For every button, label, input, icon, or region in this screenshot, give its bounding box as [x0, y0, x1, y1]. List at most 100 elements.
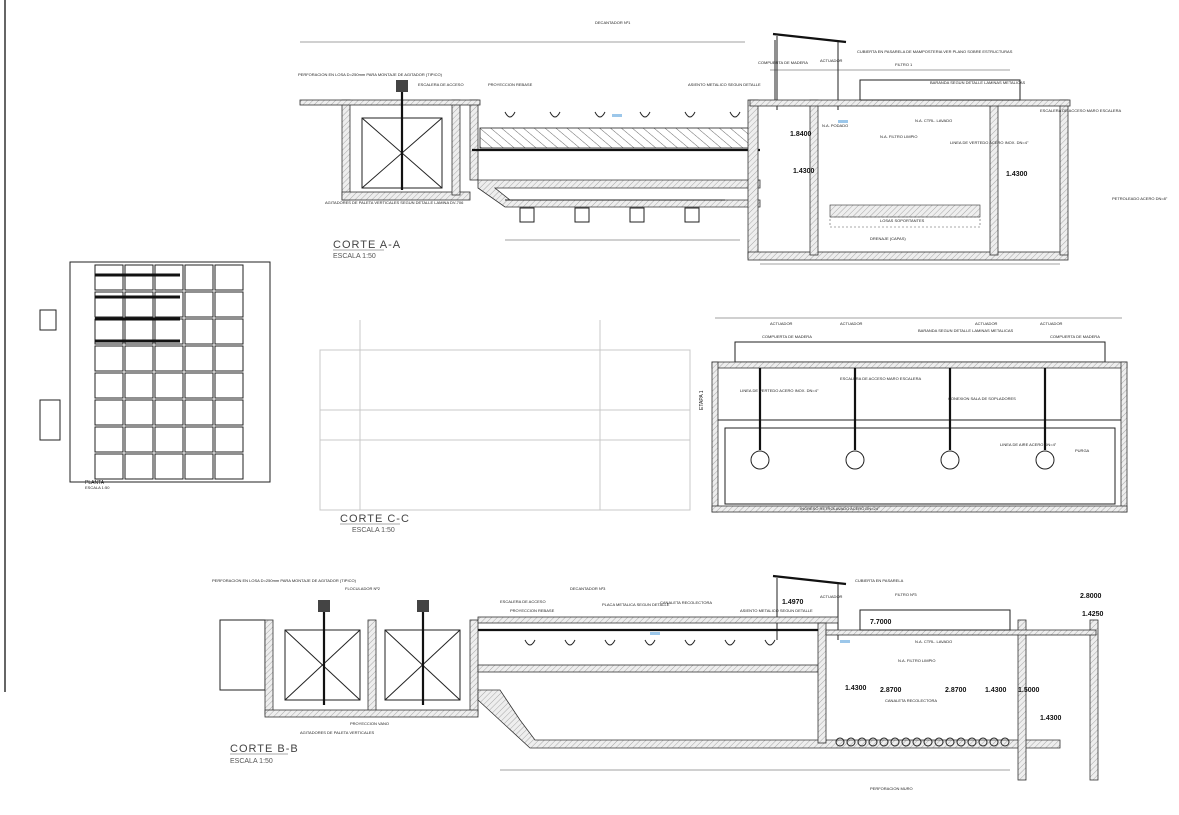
handrail	[734, 341, 1106, 363]
bb-number: 1.4300	[1040, 715, 1062, 722]
collection-trough	[604, 639, 616, 646]
annotation: ACTUADOR	[820, 58, 843, 63]
annotation: ACTUADOR	[840, 321, 863, 326]
plan-cell	[124, 372, 154, 399]
underdrain-nozzle	[978, 737, 988, 747]
annotation: LINEA DE AIRE ACERO DN=4"	[1000, 442, 1057, 447]
plan-cell	[154, 426, 184, 453]
plan-cell	[154, 264, 184, 291]
annotation: ESCALERA DE ACCESO	[500, 599, 546, 604]
annotation: COMPUERTA DE MADERA	[758, 60, 808, 65]
underdrain-nozzle	[868, 737, 878, 747]
plan-cell	[94, 453, 124, 480]
filter-wall	[989, 99, 999, 256]
aa-title: CORTE A-A	[333, 239, 401, 251]
plan-cell	[94, 291, 124, 318]
plan-cell	[214, 426, 244, 453]
plan-cell	[124, 426, 154, 453]
plan-cell	[154, 453, 184, 480]
annotation: PROYECCION REBASE	[510, 608, 555, 613]
butterfly-valve	[845, 450, 865, 470]
canopy-roof	[772, 574, 847, 586]
sludge-hopper	[629, 207, 645, 223]
bottom-slab	[711, 505, 1128, 513]
tank-floor	[264, 709, 479, 718]
annotation: PERFORACION MURO	[870, 786, 913, 791]
annotation: ACTUADOR	[820, 594, 843, 599]
plan-outline	[69, 261, 271, 483]
plan-cell	[124, 453, 154, 480]
agitator-motor	[396, 80, 408, 92]
bb-scale: ESCALA 1:50	[230, 758, 273, 765]
plan-scale: ESCALA 1:50	[85, 485, 110, 490]
collection-trough	[684, 111, 696, 118]
underdrain-nozzle	[879, 737, 889, 747]
filter-wall	[1017, 619, 1027, 781]
aa-number: 1.4300	[793, 168, 815, 175]
annotation: PROYECCION REBASE	[488, 82, 533, 87]
collection-trough	[564, 639, 576, 646]
cc-stage: ETAPA 1	[699, 390, 705, 410]
underdrain-nozzle	[846, 737, 856, 747]
plan-cell	[124, 264, 154, 291]
bb-header: DECANTADOR Nº3	[570, 586, 606, 591]
annotation: DRENAJE (CAPAS)	[870, 236, 906, 241]
plan-cell	[214, 291, 244, 318]
underdrain-nozzle	[967, 737, 977, 747]
annotation: ASIENTO METALICO SEGUN DETALLE	[740, 608, 813, 613]
plan-cell	[124, 291, 154, 318]
filter-floor	[747, 251, 1069, 261]
butterfly-valve	[1035, 450, 1055, 470]
annotation: PLACA METALICA SEGUN DETALLE	[602, 602, 670, 607]
plan-cell	[184, 453, 214, 480]
annotation: ESCALERA DE ACCESO MARO ESCALERA	[1040, 108, 1121, 113]
handrail	[859, 79, 1021, 101]
underdrain-nozzle	[835, 737, 845, 747]
water-level-marker	[838, 120, 848, 123]
paddle-agitator	[284, 629, 361, 701]
annotation: CANALETA RECOLECTORA	[885, 698, 937, 703]
annotation: PERFORACION EN LOSA D=250mm PARA MONTAJE…	[212, 578, 357, 583]
aa-filter-label: FILTRO 1	[895, 62, 913, 67]
collection-trough	[504, 111, 516, 118]
underdrain-nozzle	[989, 737, 999, 747]
annotation: N.A. CTRL. LAVADO	[915, 118, 952, 123]
collection-trough	[684, 639, 696, 646]
plan-cell	[154, 345, 184, 372]
annotation: CONEXION SALA DE SOPLADORES	[948, 396, 1016, 401]
lamella-settler-modules	[479, 127, 751, 149]
section-c-c-ghost: CORTE C-C ESCALA 1:50	[319, 320, 691, 534]
annotation: AGITADORES DE PALETA VERTICALES	[300, 730, 375, 735]
plan-cell	[154, 291, 184, 318]
annotation: ESCALERA DE ACCESO MARO ESCALERA	[840, 376, 921, 381]
tank-wall	[451, 99, 461, 196]
inlet-structure	[39, 399, 61, 441]
sloped-floor	[477, 179, 761, 208]
plan-cell	[94, 345, 124, 372]
plan-cell	[184, 318, 214, 345]
collection-trough	[524, 639, 536, 646]
plan-cell	[94, 372, 124, 399]
annotation: CANALETA RECOLECTORA	[660, 600, 712, 605]
annotation: ACTUADOR	[1040, 321, 1063, 326]
plan-cell	[214, 318, 244, 345]
section-b-b: FLOCULADOR Nº2 DECANTADOR Nº3 FILTRO Nº3	[212, 574, 1104, 791]
ghost-outline	[319, 409, 691, 511]
annotation: COMPUERTA DE MADERA	[762, 334, 812, 339]
underdrain-nozzle	[912, 737, 922, 747]
bb-number: 1.5000	[1018, 687, 1040, 694]
filter-wall	[1089, 619, 1099, 781]
underdrain-nozzle	[890, 737, 900, 747]
aa-header: DECANTADOR Nº1	[595, 20, 631, 25]
annotation: INGRESO RETROLAVADO ACERO DN=24"	[800, 506, 880, 511]
bb-number: 2.8000	[1080, 593, 1102, 600]
water-level-marker	[650, 632, 660, 635]
underdrain-nozzle	[857, 737, 867, 747]
annotation: ASIENTO METALICO SEGUN DETALLE	[688, 82, 761, 87]
annotation: ACTUADOR	[770, 321, 793, 326]
tank-wall	[469, 99, 479, 181]
plan-cell	[214, 453, 244, 480]
inlet-structure	[39, 309, 57, 331]
annotation: CUBIERTA EN PASARELA DE MAMPOSTERIA VER …	[857, 49, 1013, 54]
